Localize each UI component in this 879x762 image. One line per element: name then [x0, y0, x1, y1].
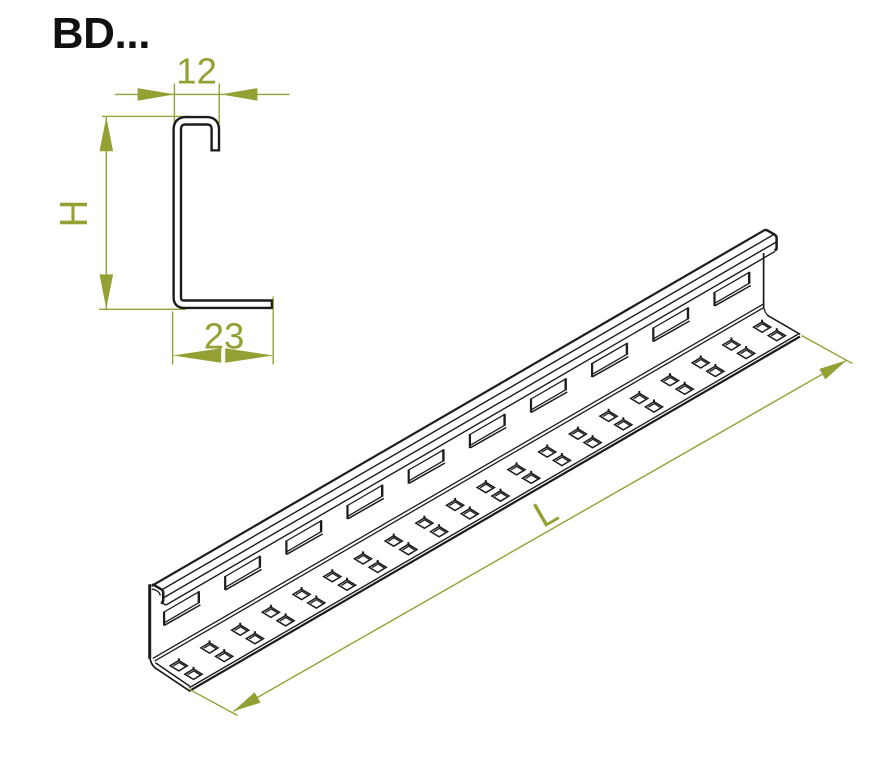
- svg-text:12: 12: [176, 50, 217, 91]
- svg-text:BD...: BD...: [52, 9, 150, 58]
- svg-text:H: H: [53, 200, 96, 228]
- svg-text:23: 23: [204, 315, 245, 356]
